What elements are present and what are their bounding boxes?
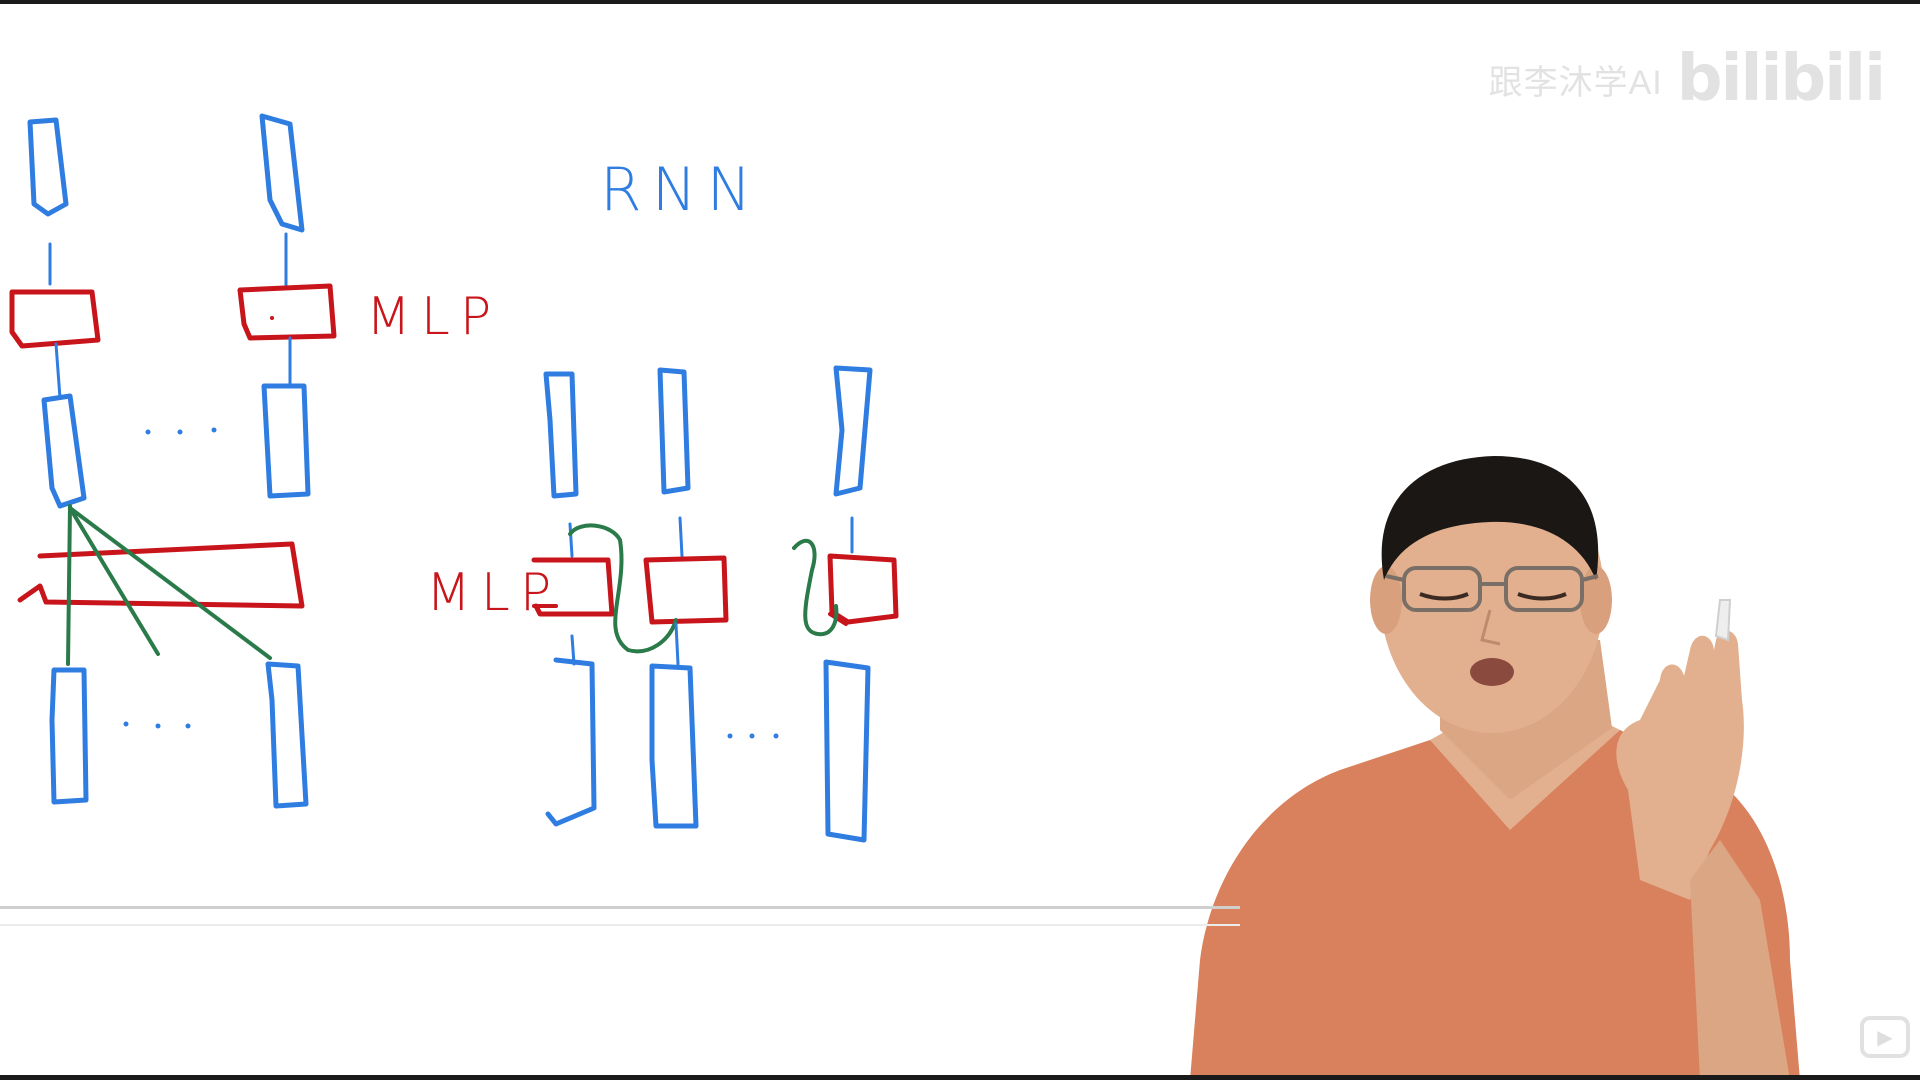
- rnn-mlp-box-2: [643, 555, 729, 625]
- video-bottom-border: [0, 1075, 1920, 1080]
- attention-layer-box: [17, 541, 305, 609]
- rnn-mlp-box-1: [531, 557, 615, 617]
- watermark: 跟李沐学AI bilibili: [1488, 42, 1886, 116]
- play-icon: ▶: [1877, 1026, 1893, 1049]
- whiteboard-edge-shadow: [0, 924, 1240, 926]
- rnn-input-2: [649, 663, 699, 829]
- rnn-output-2: [657, 367, 691, 495]
- video-top-border: [0, 0, 1920, 4]
- whiteboard-edge: [0, 906, 1240, 909]
- middle-vector-1: [41, 393, 87, 509]
- rnn-mlp-box-3: [827, 553, 899, 625]
- rnn-output-3: [833, 365, 873, 497]
- middle-vector-2: [261, 383, 311, 499]
- presenter: [1190, 456, 1800, 1080]
- rnn-input-3: [823, 659, 871, 843]
- mlp-label-top: MLP: [366, 287, 501, 347]
- rnn-output-1: [543, 371, 579, 499]
- player-tv-button[interactable]: ▶: [1860, 1016, 1910, 1058]
- rnn-input-1: [545, 657, 597, 827]
- output-vector-1: [27, 117, 69, 217]
- watermark-brand-logo: bilibili: [1676, 42, 1886, 116]
- input-vector-2: [265, 661, 309, 809]
- mlp-box-2: [237, 283, 337, 341]
- mlp-label-middle: MLP: [426, 563, 561, 623]
- watermark-channel: 跟李沐学AI: [1488, 63, 1663, 102]
- rnn-title: RNN: [600, 155, 761, 225]
- input-vector-1: [49, 667, 89, 805]
- output-vector-2: [259, 113, 305, 233]
- mlp-box-1: [9, 289, 101, 349]
